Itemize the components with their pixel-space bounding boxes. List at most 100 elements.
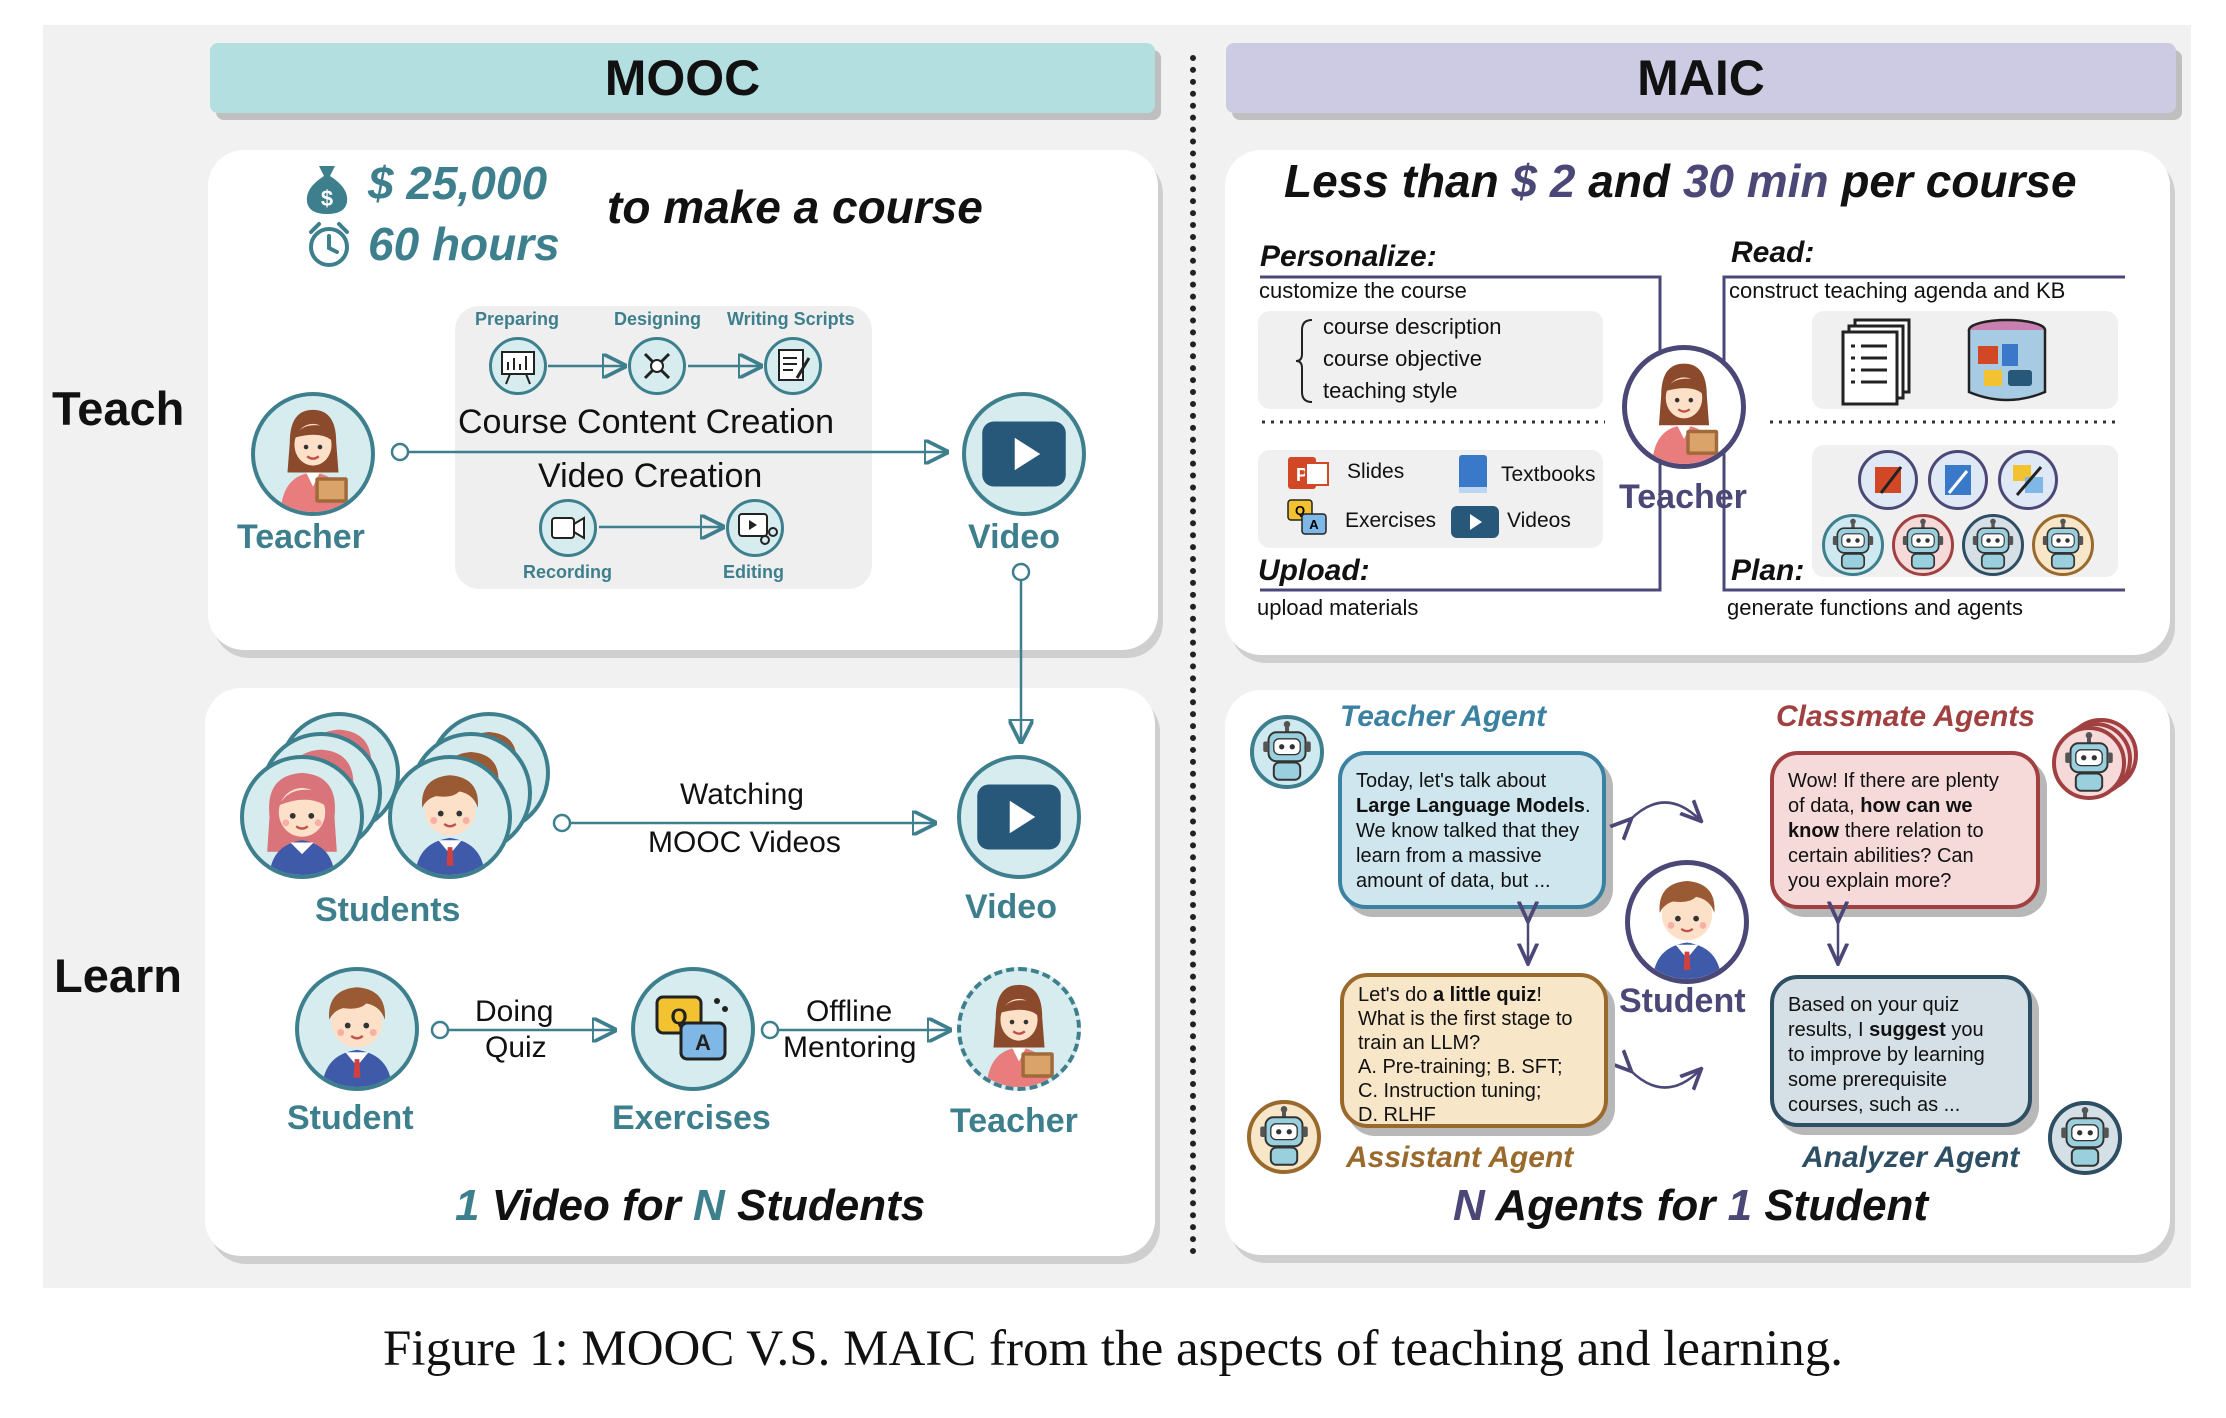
- mooc-header: MOOC: [210, 43, 1155, 113]
- exercises-label: Exercises: [612, 1099, 771, 1137]
- maic-footer-mid: Agents for: [1495, 1181, 1716, 1230]
- teacher-agent-bubble: Today, let's talk about Large Language M…: [1338, 751, 1606, 909]
- video-creation-label: Video Creation: [538, 457, 763, 495]
- ta-line-3: We know talked that they: [1356, 820, 1580, 842]
- classmate-agent-avatar: [2052, 726, 2126, 800]
- aa-line-1: Based on your quiz: [1788, 994, 1960, 1016]
- knowledge-base-icon: [1967, 318, 2047, 402]
- mooc-video-circle: [962, 392, 1086, 516]
- money-bag-icon: $: [306, 166, 348, 214]
- classmate-agents-bubble: Wow! If there are plenty of data, how ca…: [1770, 751, 2040, 909]
- aa-line-4: some prerequisite: [1788, 1069, 1947, 1091]
- aa-line-5: courses, such as ...: [1788, 1094, 1961, 1116]
- maic-student-avatar: [1625, 860, 1749, 984]
- plan-label: Plan:: [1731, 554, 1805, 587]
- learn-teacher-label: Teacher: [950, 1102, 1078, 1140]
- learn-student-label: Student: [287, 1099, 414, 1137]
- preparing-circle: [489, 337, 547, 395]
- asa-line-6: D. RLHF: [1358, 1104, 1436, 1126]
- learn-teacher-avatar: [957, 967, 1081, 1091]
- editing-circle: [726, 499, 784, 557]
- plan-desc: generate functions and agents: [1727, 595, 2024, 620]
- classmate-agents-name: Classmate Agents: [1776, 700, 2035, 733]
- aa-line-2-bold: suggest: [1869, 1019, 1946, 1041]
- designing-circle: [628, 337, 686, 395]
- maic-footer-end: Student: [1764, 1181, 1929, 1230]
- plan-agent-3: [1962, 514, 2024, 576]
- mooc-title: MOOC: [604, 50, 761, 106]
- watching-label-1: Watching: [680, 778, 804, 811]
- personalize-brace: [1296, 319, 1313, 403]
- alarm-clock-icon: [309, 222, 349, 267]
- material-slides: Slides: [1347, 460, 1405, 483]
- quiz-icon: QA: [655, 995, 728, 1061]
- maic-teacher-label: Teacher: [1619, 478, 1747, 516]
- ta-line-1: Today, let's talk about: [1356, 770, 1547, 792]
- recording-circle: [539, 499, 597, 557]
- step-label-preparing: Preparing: [475, 309, 560, 329]
- row-label-teach: Teach: [52, 382, 185, 435]
- robot-icon: [1251, 1104, 1317, 1170]
- figure-caption: Figure 1: MOOC V.S. MAIC from the aspect…: [383, 1321, 1843, 1377]
- mooc-teacher-label: Teacher: [237, 518, 365, 556]
- offline-label-2: Mentoring: [783, 1031, 917, 1064]
- maic-student-label: Student: [1619, 982, 1746, 1020]
- play-icon: [1451, 506, 1499, 538]
- agenda-document-icon: [1841, 318, 1911, 406]
- read-label: Read:: [1731, 236, 1815, 269]
- teacher-agent-avatar: [1250, 715, 1324, 789]
- doing-quiz-label-1: Doing: [475, 995, 554, 1028]
- aa-line-2-pre: results, I: [1788, 1019, 1864, 1041]
- camera-icon: [551, 516, 585, 540]
- upload-label: Upload:: [1258, 554, 1370, 587]
- assistant-agent-avatar: [1247, 1100, 1321, 1174]
- ca-line-1: Wow! If there are plenty: [1788, 770, 1999, 792]
- plan-function-3: [1998, 450, 2058, 510]
- analyzer-agent-bubble: Based on your quiz results, I suggest yo…: [1770, 975, 2032, 1127]
- ca-line-5: you explain more?: [1788, 870, 1952, 892]
- ca-line-3-bold: know: [1788, 820, 1840, 842]
- svg-text:$: $: [321, 186, 333, 211]
- asa-line-1-bold: a little quiz: [1433, 984, 1537, 1006]
- watching-label-2: MOOC Videos: [648, 826, 841, 859]
- personalize-item-objective: course objective: [1323, 346, 1482, 371]
- ta-line-2: Large Language Models: [1356, 795, 1585, 817]
- script-icon: [778, 349, 811, 381]
- headline-cost: $ 2: [1511, 155, 1576, 207]
- material-videos: Videos: [1507, 509, 1571, 532]
- ca-line-2-bold: how can we: [1860, 795, 1973, 817]
- course-content-creation-label: Course Content Creation: [458, 403, 835, 441]
- maic-footer-var: N: [1453, 1181, 1485, 1230]
- svg-text:A: A: [1309, 517, 1319, 532]
- mooc-footer-end: Students: [737, 1181, 926, 1230]
- asa-line-5: C. Instruction tuning;: [1358, 1080, 1542, 1102]
- analyzer-agent-avatar: [2048, 1101, 2122, 1175]
- whiteboard-icon: [501, 351, 535, 385]
- step-label-writing-scripts: Writing Scripts: [727, 309, 855, 329]
- ca-line-4: certain abilities? Can: [1788, 845, 1974, 867]
- upload-desc: upload materials: [1257, 595, 1419, 620]
- headline-pre: Less than: [1284, 155, 1499, 207]
- writing-scripts-circle: [764, 337, 822, 395]
- plan-function-1: [1858, 450, 1918, 510]
- mooc-footer-mid: Video for: [491, 1181, 681, 1230]
- quiz-icon: QA: [1287, 499, 1327, 535]
- doing-quiz-label-2: Quiz: [485, 1031, 547, 1064]
- ca-line-3-end: there relation to: [1844, 820, 1984, 842]
- student-girl-avatar: [240, 755, 364, 879]
- mooc-teacher-avatar: [251, 392, 375, 516]
- offline-label-1: Offline: [806, 995, 893, 1028]
- mooc-arrows: [390, 0, 1200, 1418]
- asa-line-1-pre: Let's do: [1358, 984, 1428, 1006]
- maic-title: MAIC: [1637, 50, 1765, 106]
- step-label-recording: Recording: [523, 562, 613, 582]
- aa-line-3: to improve by learning: [1788, 1044, 1985, 1066]
- mooc-cost-amount: $ 25,000: [368, 157, 548, 209]
- step-label-designing: Designing: [614, 309, 702, 329]
- mooc-cost-hours: 60 hours: [368, 218, 560, 270]
- students-label: Students: [315, 891, 461, 929]
- personalize-box: [1258, 311, 1603, 409]
- learn-video-label: Video: [965, 888, 1057, 926]
- maic-footer: N Agents for 1 Student: [1453, 1184, 1928, 1228]
